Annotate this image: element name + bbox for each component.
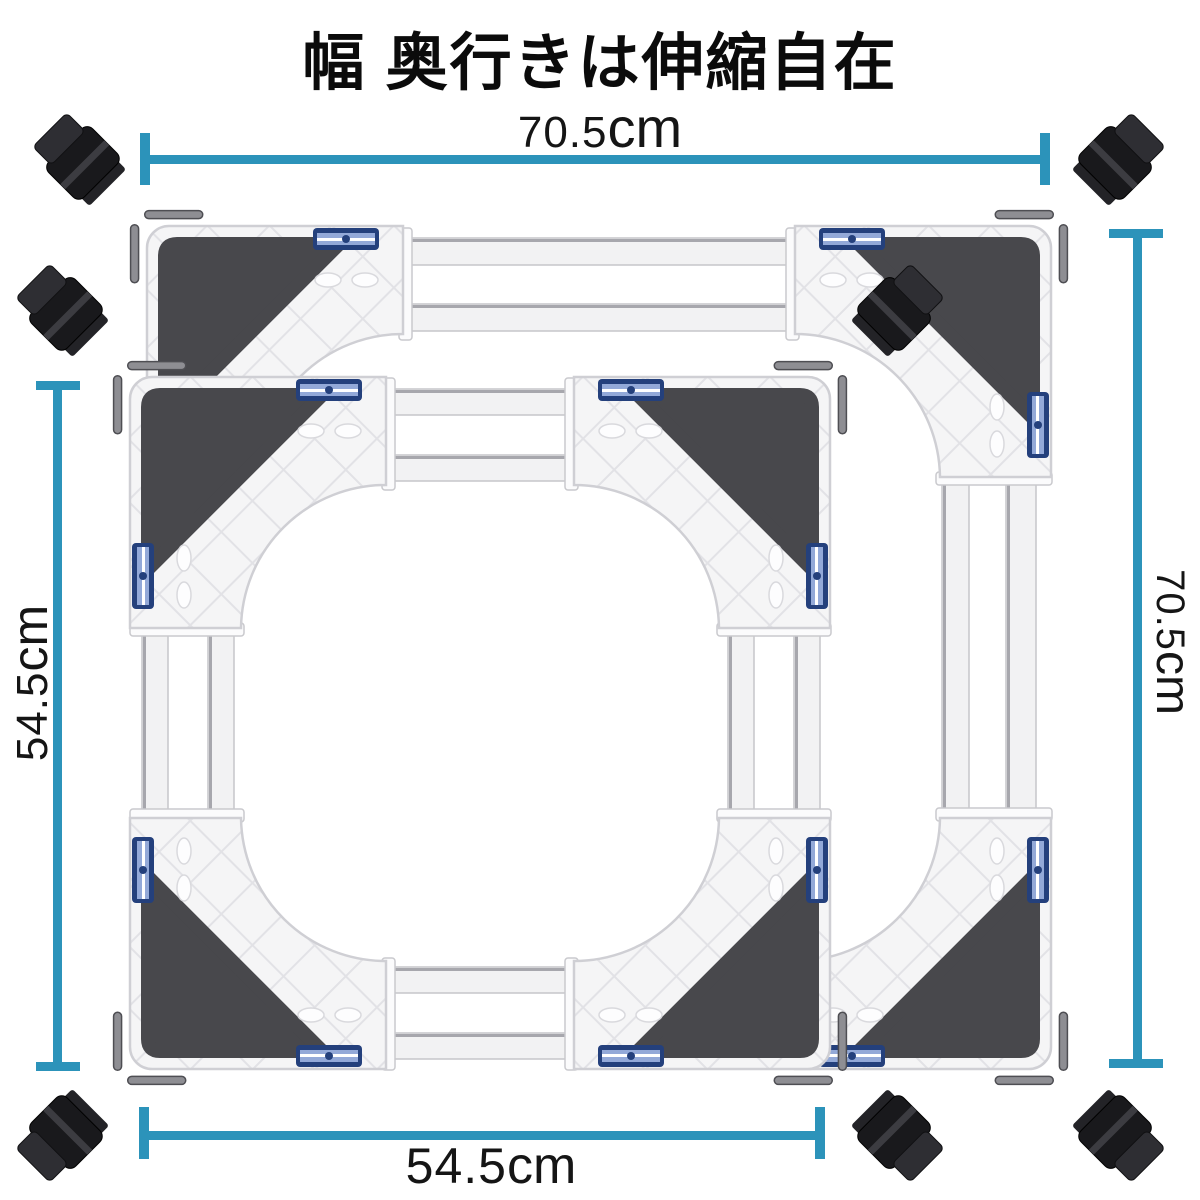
dimension-unit: cm xyxy=(507,1137,577,1195)
dimension-lines xyxy=(36,133,1163,1159)
page-title: 幅 奥行きは伸縮自在 xyxy=(302,29,898,98)
dimension-value: 70.5 xyxy=(1148,569,1192,651)
dimension-line-left xyxy=(36,381,80,1071)
dimension-value: 54.5 xyxy=(8,671,57,762)
corner-piece-large-bottom-right xyxy=(795,818,1051,1069)
dimension-unit: cm xyxy=(1146,650,1199,715)
corner-piece-small-bottom-right xyxy=(574,818,830,1069)
dimension-unit: cm xyxy=(607,96,683,159)
dimension-line-top xyxy=(140,133,1050,185)
corner-piece-small-top-right xyxy=(574,377,830,628)
dimension-value: 70.5 xyxy=(517,108,608,157)
base-large xyxy=(12,92,1186,1200)
dimension-value: 54.5 xyxy=(405,1138,507,1194)
dimension-unit: cm xyxy=(2,604,58,672)
base-small xyxy=(0,243,965,1200)
dimension-line-bottom xyxy=(139,1107,825,1159)
dimension-line-right xyxy=(1109,229,1163,1068)
corner-piece-large-top-right xyxy=(795,226,1051,477)
corner-piece-small-top-left xyxy=(130,377,386,628)
corner-piece-small-bottom-left xyxy=(130,818,386,1069)
